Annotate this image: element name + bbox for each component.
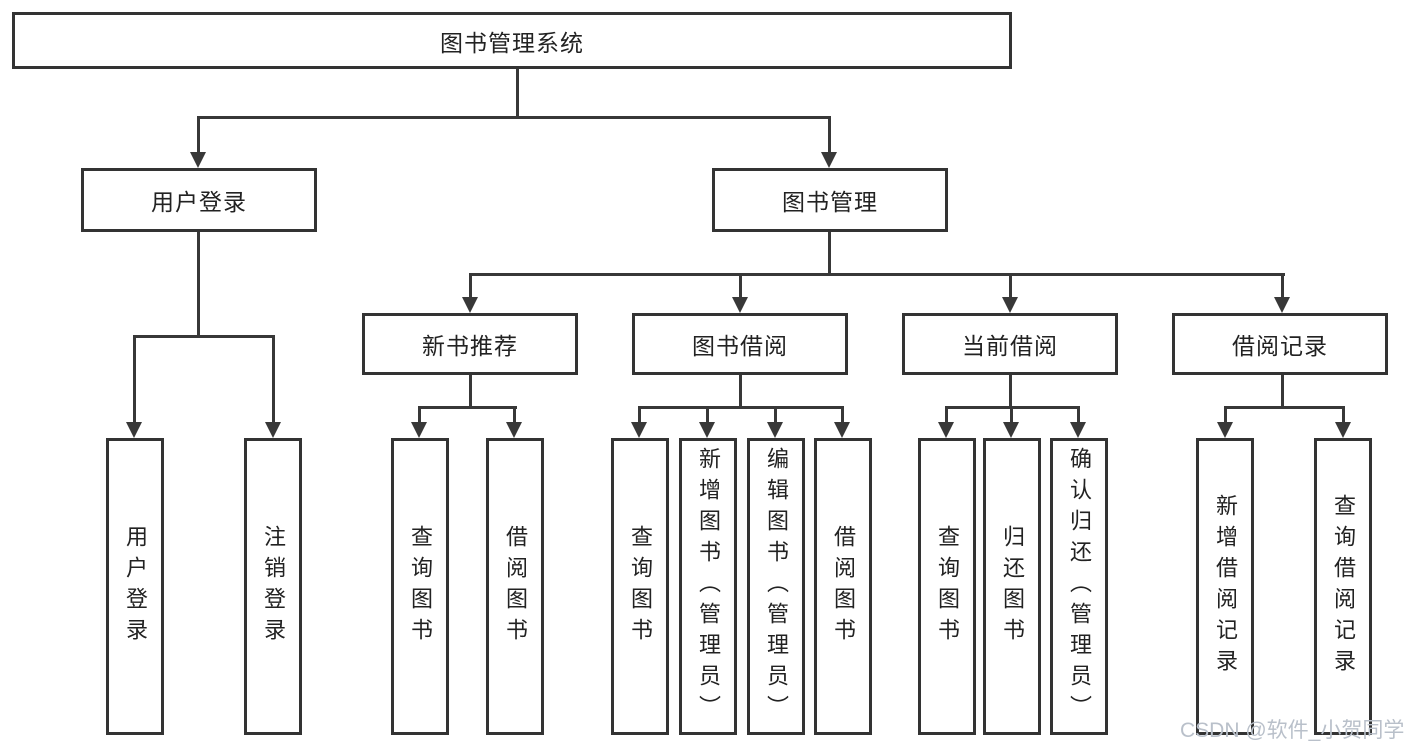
connector-drop-leaf-logout — [272, 335, 275, 424]
connector-new-book-stem — [469, 375, 472, 409]
connector-drop-leaf — [706, 406, 709, 424]
arrow-head-current-borrowing — [1002, 297, 1018, 313]
arrow-head-leaf — [631, 422, 647, 438]
arrow-head-new-book — [462, 297, 478, 313]
node-label: 借阅图书 — [831, 524, 856, 649]
node-current-borrowing: 当前借阅 — [902, 313, 1118, 375]
arrow-head-leaf-login — [126, 422, 142, 438]
node-leaf-borrow-book: 借阅图书 — [814, 438, 872, 735]
node-leaf-return-book: 归还图书 — [983, 438, 1041, 735]
connector-book-borrowing-stem — [739, 375, 742, 409]
node-leaf-add-borrow-record: 新增借阅记录 — [1196, 438, 1254, 735]
node-label: 编辑图书（管理员） — [764, 447, 789, 726]
node-leaf-query-borrow-record: 查询借阅记录 — [1314, 438, 1372, 735]
arrow-head-leaf — [1070, 422, 1086, 438]
connector-drop-leaf — [418, 406, 421, 424]
arrow-head-leaf — [1217, 422, 1233, 438]
node-leaf-user-login: 用户登录 — [106, 438, 164, 735]
arrow-head-leaf — [506, 422, 522, 438]
node-leaf-query-book-recommend: 查询图书 — [391, 438, 449, 735]
node-leaf-add-book-admin: 新增图书（管理员） — [679, 438, 737, 735]
arrow-head-leaf — [411, 422, 427, 438]
arrow-head-leaf — [699, 422, 715, 438]
node-borrowing-records: 借阅记录 — [1172, 313, 1388, 375]
node-leaf-query-book-current: 查询图书 — [918, 438, 976, 735]
arrow-head-leaf — [1335, 422, 1351, 438]
node-leaf-confirm-return-admin: 确认归还（管理员） — [1050, 438, 1108, 735]
connector-drop-leaf-login — [133, 335, 136, 424]
connector-drop-user-login — [197, 116, 200, 154]
node-label: 注销登录 — [261, 524, 286, 649]
node-leaf-edit-book-admin: 编辑图书（管理员） — [747, 438, 805, 735]
csdn-watermark: CSDN @软件_小贺同学 — [1180, 719, 1405, 742]
node-label: 查询图书 — [628, 524, 653, 649]
connector-drop-leaf — [513, 406, 516, 424]
node-label: 确认归还（管理员） — [1067, 447, 1092, 726]
connector-root-stem — [516, 69, 519, 119]
connector-book-borrowing-branch — [638, 406, 844, 409]
connector-root-branch — [197, 116, 831, 119]
node-label: 查询图书 — [408, 524, 433, 649]
connector-drop-leaf — [1010, 406, 1013, 424]
arrow-head-leaf — [1003, 422, 1019, 438]
connector-borrowing-records-stem — [1281, 375, 1284, 409]
connector-book-management-stem — [828, 232, 831, 276]
node-label: 图书管理 — [782, 189, 878, 215]
node-label: 图书管理系统 — [440, 29, 584, 56]
arrow-head-leaf — [938, 422, 954, 438]
arrow-head-book-management — [821, 152, 837, 168]
connector-drop-book-borrowing — [739, 273, 742, 301]
node-label: 借阅图书 — [503, 524, 528, 649]
connector-drop-leaf — [841, 406, 844, 424]
connector-drop-leaf — [945, 406, 948, 424]
node-label: 查询借阅记录 — [1331, 493, 1356, 680]
arrow-head-borrowing-records — [1274, 297, 1290, 313]
connector-drop-borrowing-records — [1281, 273, 1284, 301]
connector-drop-new-book — [469, 273, 472, 301]
node-label: 用户登录 — [151, 189, 247, 215]
node-book-borrowing: 图书借阅 — [632, 313, 848, 375]
node-label: 当前借阅 — [962, 333, 1058, 359]
node-library-management-system: 图书管理系统 — [12, 12, 1012, 69]
connector-drop-book-management — [828, 116, 831, 154]
connector-drop-leaf — [1342, 406, 1345, 424]
arrow-head-leaf — [834, 422, 850, 438]
node-leaf-query-book-borrowing: 查询图书 — [611, 438, 669, 735]
node-book-management: 图书管理 — [712, 168, 948, 232]
node-label: 图书借阅 — [692, 333, 788, 359]
connector-book-management-branch — [469, 273, 1285, 276]
arrow-head-user-login — [190, 152, 206, 168]
node-new-book-recommendation: 新书推荐 — [362, 313, 578, 375]
arrow-head-leaf-logout — [265, 422, 281, 438]
connector-borrowing-records-branch — [1224, 406, 1344, 409]
node-label: 归还图书 — [1000, 524, 1025, 649]
arrow-head-book-borrowing — [732, 297, 748, 313]
node-user-login: 用户登录 — [81, 168, 317, 232]
connector-drop-leaf — [1077, 406, 1080, 424]
node-label: 新增借阅记录 — [1213, 493, 1238, 680]
node-label: 新增图书（管理员） — [696, 447, 721, 726]
node-leaf-logout: 注销登录 — [244, 438, 302, 735]
connector-user-login-stem — [197, 232, 200, 338]
node-label: 新书推荐 — [422, 333, 518, 359]
node-label: 查询图书 — [935, 524, 960, 649]
arrow-head-leaf — [767, 422, 783, 438]
connector-drop-current-borrowing — [1009, 273, 1012, 301]
node-leaf-borrow-book-recommend: 借阅图书 — [486, 438, 544, 735]
connector-drop-leaf — [638, 406, 641, 424]
connector-drop-leaf — [1224, 406, 1227, 424]
node-label: 用户登录 — [123, 524, 148, 649]
connector-new-book-branch — [418, 406, 517, 409]
node-label: 借阅记录 — [1232, 333, 1328, 359]
connector-current-borrowing-stem — [1009, 375, 1012, 409]
connector-user-login-branch — [133, 335, 275, 338]
connector-drop-leaf — [774, 406, 777, 424]
